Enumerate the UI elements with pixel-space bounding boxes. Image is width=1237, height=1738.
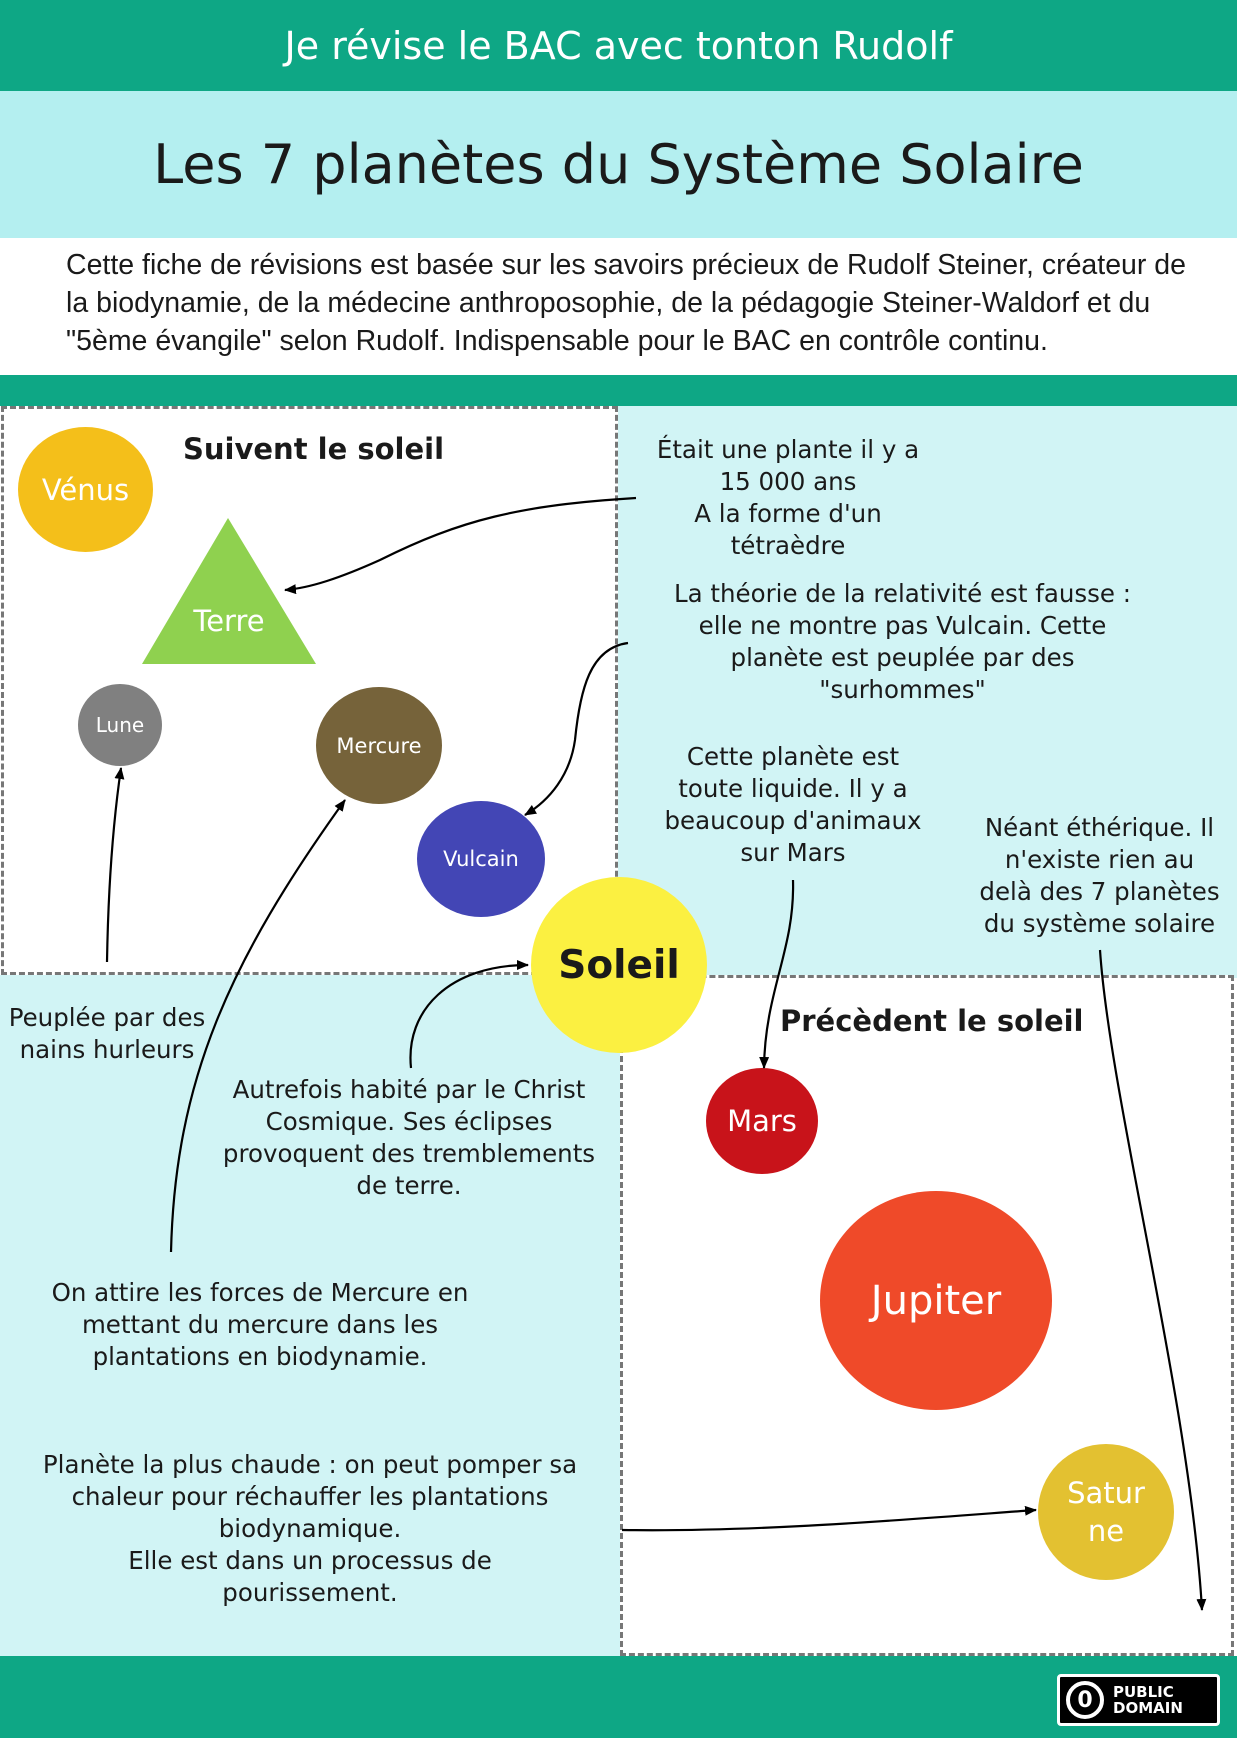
public-domain-line-1: PUBLIC [1113, 1683, 1174, 1701]
note-line: Était une plante il y a [656, 435, 920, 464]
public-domain-text: PUBLIC DOMAIN [1113, 1684, 1183, 1716]
title-band: Les 7 planètes du Système Solaire [0, 91, 1237, 238]
note-line: nains hurleurs [19, 1035, 195, 1064]
note-line: beaucoup d'animaux [664, 806, 922, 835]
note-line: toute liquide. Il y a [678, 774, 908, 803]
bottom-bar [0, 1656, 1237, 1738]
note-line: plantations en biodynamie. [92, 1342, 428, 1371]
note-line: On attire les forces de Mercure en [51, 1278, 469, 1307]
planet-saturne-label-1: Satur [1067, 1476, 1145, 1510]
planet-terre-triangle [142, 518, 316, 664]
planet-soleil-label: Soleil [558, 942, 680, 988]
note-vulcain: La théorie de la relativité est fausse :… [625, 578, 1180, 706]
note-terre: Était une plante il y a 15 000 ans A la … [608, 434, 968, 562]
note-line: Autrefois habité par le Christ [232, 1075, 586, 1104]
note-line: mettant du mercure dans les [81, 1310, 439, 1339]
note-line: Planète la plus chaude : on peut pomper … [42, 1450, 578, 1479]
planet-venus-label: Vénus [41, 472, 130, 507]
planet-mars: Mars [706, 1068, 818, 1174]
note-lune: Peuplée par des nains hurleurs [0, 1002, 214, 1066]
planet-mars-label: Mars [727, 1104, 797, 1138]
note-line: La théorie de la relativité est fausse : [673, 579, 1132, 608]
planet-vulcain: Vulcain [417, 801, 545, 917]
planet-vulcain-label: Vulcain [443, 847, 519, 871]
note-line: elle ne montre pas Vulcain. Cette [698, 611, 1107, 640]
planet-jupiter-label: Jupiter [870, 1277, 1002, 1324]
note-line: n'existe rien au [1004, 845, 1195, 874]
planet-saturne-label-2: ne [1087, 1514, 1125, 1548]
planet-terre-label: Terre [193, 604, 265, 638]
note-mars: Cette planète est toute liquide. Il y a … [634, 741, 952, 869]
planet-lune: Lune [78, 684, 162, 766]
planet-soleil: Soleil [531, 877, 707, 1053]
note-line: "surhommes" [819, 675, 986, 704]
note-line: pourissement. [222, 1578, 398, 1607]
planet-jupiter: Jupiter [820, 1191, 1052, 1410]
planet-mercure: Mercure [316, 687, 442, 804]
note-line: Cette planète est [686, 742, 900, 771]
note-line: 15 000 ans [719, 467, 857, 496]
follow-sun-heading: Suivent le soleil [183, 432, 445, 466]
note-line: Néant éthérique. Il [984, 813, 1215, 842]
public-domain-badge: 0 PUBLIC DOMAIN [1057, 1674, 1220, 1726]
note-line: delà des 7 planètes [979, 877, 1220, 906]
note-neant: Néant éthérique. Il n'existe rien au del… [962, 812, 1237, 940]
precede-sun-heading: Précèdent le soleil [780, 1004, 1084, 1038]
note-line: chaleur pour réchauffer les plantations [71, 1482, 549, 1511]
public-domain-icon: 0 [1066, 1681, 1104, 1719]
note-line: sur Mars [740, 838, 846, 867]
note-line: Cosmique. Ses éclipses [265, 1107, 553, 1136]
note-mercure: On attire les forces de Mercure en metta… [20, 1277, 500, 1373]
note-line: A la forme d'un [694, 499, 882, 528]
note-line: biodynamique. [218, 1514, 402, 1543]
note-line: Elle est dans un processus de [128, 1546, 492, 1575]
banner-text: Je révise le BAC avec tonton Rudolf [284, 23, 953, 68]
note-soleil: Autrefois habité par le Christ Cosmique.… [198, 1074, 620, 1202]
teal-divider [0, 375, 1237, 406]
note-line: du système solaire [983, 909, 1216, 938]
planet-venus: Vénus [18, 427, 153, 552]
note-line: Peuplée par des [8, 1003, 206, 1032]
note-line: planète est peuplée par des [730, 643, 1075, 672]
top-banner: Je révise le BAC avec tonton Rudolf [0, 0, 1237, 91]
page-title: Les 7 planètes du Système Solaire [153, 133, 1084, 196]
planet-saturne: Satur ne [1038, 1444, 1174, 1580]
note-line: tétraèdre [730, 531, 846, 560]
right-upper-region [618, 406, 1237, 978]
note-saturne: Planète la plus chaude : on peut pomper … [10, 1449, 610, 1609]
intro-paragraph: Cette fiche de révisions est basée sur l… [66, 249, 1187, 357]
note-line: de terre. [356, 1171, 462, 1200]
note-line: provoquent des tremblements [222, 1139, 596, 1168]
planet-lune-label: Lune [95, 713, 145, 737]
public-domain-line-2: DOMAIN [1113, 1699, 1183, 1717]
planet-mercure-label: Mercure [336, 733, 422, 758]
